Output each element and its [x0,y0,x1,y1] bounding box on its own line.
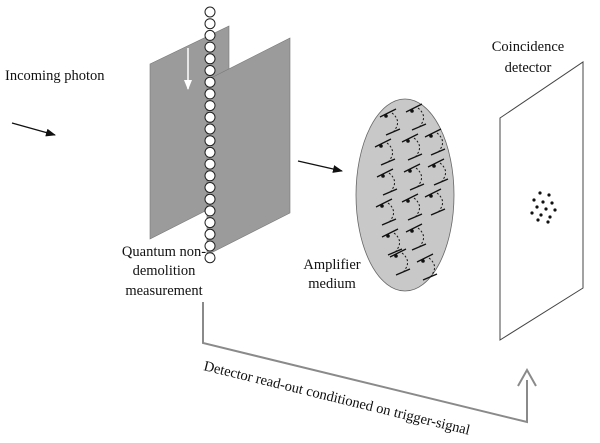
photon-circle [204,228,216,240]
atom-glyph [379,108,401,136]
detector-hit-dot [535,205,539,209]
atom-glyph [374,138,396,166]
photon-circle [204,182,216,193]
atom-glyph [416,253,438,281]
photon-circle [204,240,216,252]
atom-glyph [405,103,427,131]
detector-label-line2: detector [505,60,552,76]
detector-hit-dot [541,200,545,204]
photon-circle [204,76,216,88]
photon-circle [204,217,216,229]
photon-circle [204,53,216,65]
qnd-to-amplifier-arrow [297,160,343,173]
photon-circle [204,41,216,53]
qnd-label-line2: demolition [133,263,197,279]
detector-hit-dot [544,207,548,211]
photon-circle [204,193,216,205]
photon-circle [204,29,216,41]
atom-glyph [401,193,423,221]
amplifier-label-line2: medium [308,276,356,292]
amplifier-medium-ellipse [355,98,455,292]
atom-glyph [381,228,403,256]
amplifier-atom-sketches [374,103,449,281]
incoming-photon-label: Incoming photon [5,68,105,84]
photon-circle [204,170,216,182]
photon-circle [204,6,216,18]
detector-label-line1: Coincidence [492,39,564,55]
incoming-photon-arrow [11,122,56,137]
atom-glyph [389,248,411,276]
coincidence-detector-screen [499,61,584,341]
detector-hit-dot [547,193,551,197]
detector-hit-dots [530,191,557,224]
photon-circle [204,252,216,264]
photon-circle [204,18,216,30]
detector-hit-dot [530,211,534,215]
detector-hit-dot [532,198,536,202]
atom-glyph [376,168,398,196]
photon-circle [204,88,216,100]
detector-hit-dot [550,201,554,205]
atom-glyph [375,198,397,226]
photon-circle [204,205,216,217]
atom-glyph [424,128,446,156]
detector-hit-dot [548,215,552,219]
qnd-label-line1: Quantum non- [122,244,206,260]
photon-circle [204,135,216,147]
photon-circle [204,65,216,76]
photon-column [204,6,216,264]
photon-circle [204,158,216,170]
detector-hit-dot [553,208,557,212]
detector-hit-dot [539,213,543,217]
atom-glyph [405,223,427,251]
amplifier-label-line1: Amplifier [303,257,360,273]
atom-glyph [424,188,446,216]
feedback-line [202,302,528,424]
detector-hit-dot [538,191,542,195]
photon-circle [204,111,216,123]
atom-glyph [403,163,425,191]
atom-glyph [427,158,449,186]
detector-hit-dot [536,218,540,222]
photon-circle [204,123,216,135]
detector-hit-dot [546,220,550,224]
qnd-label-line3: measurement [125,283,202,299]
photon-circle [204,146,216,158]
atom-glyph [401,133,423,161]
photon-circle [204,100,216,112]
feedback-arrowhead [517,367,537,387]
